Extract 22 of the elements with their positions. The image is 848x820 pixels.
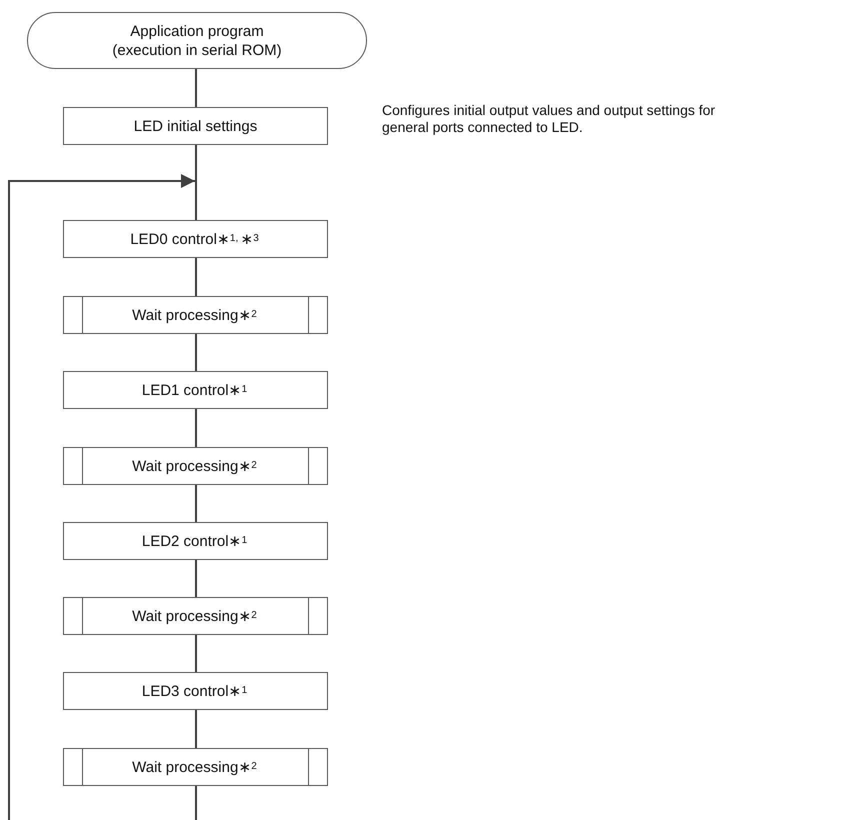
connector-line bbox=[195, 485, 197, 522]
annotation-text: Configures initial output values and output settings for general ports connected to LED. bbox=[382, 102, 716, 136]
connector-line bbox=[195, 560, 197, 597]
predefined-process-box: Wait processing∗$^{2}$ bbox=[63, 447, 328, 485]
process-box: LED0 control∗$^{1,}$∗$^{3}$ bbox=[63, 220, 328, 258]
connector-line bbox=[195, 258, 197, 296]
predefined-process-box: Wait processing∗$^{2}$ bbox=[63, 748, 328, 786]
connector-line bbox=[195, 145, 197, 220]
process-box: LED initial settings bbox=[63, 107, 328, 145]
connector-line bbox=[195, 786, 197, 820]
process-box: LED2 control∗$^{1}$ bbox=[63, 522, 328, 560]
predefined-process-box: Wait processing∗$^{2}$ bbox=[63, 296, 328, 334]
connector-line bbox=[195, 710, 197, 748]
connector-line bbox=[195, 334, 197, 371]
process-box: LED3 control∗$^{1}$ bbox=[63, 672, 328, 710]
process-box: LED1 control∗$^{1}$ bbox=[63, 371, 328, 409]
arrow bbox=[8, 174, 195, 820]
connector-line bbox=[195, 409, 197, 447]
terminator-shape: Application program (execution in serial ROM) bbox=[27, 12, 367, 69]
connector-line bbox=[195, 635, 197, 672]
predefined-process-box: Wait processing∗$^{2}$ bbox=[63, 597, 328, 635]
connector-line bbox=[195, 69, 197, 107]
